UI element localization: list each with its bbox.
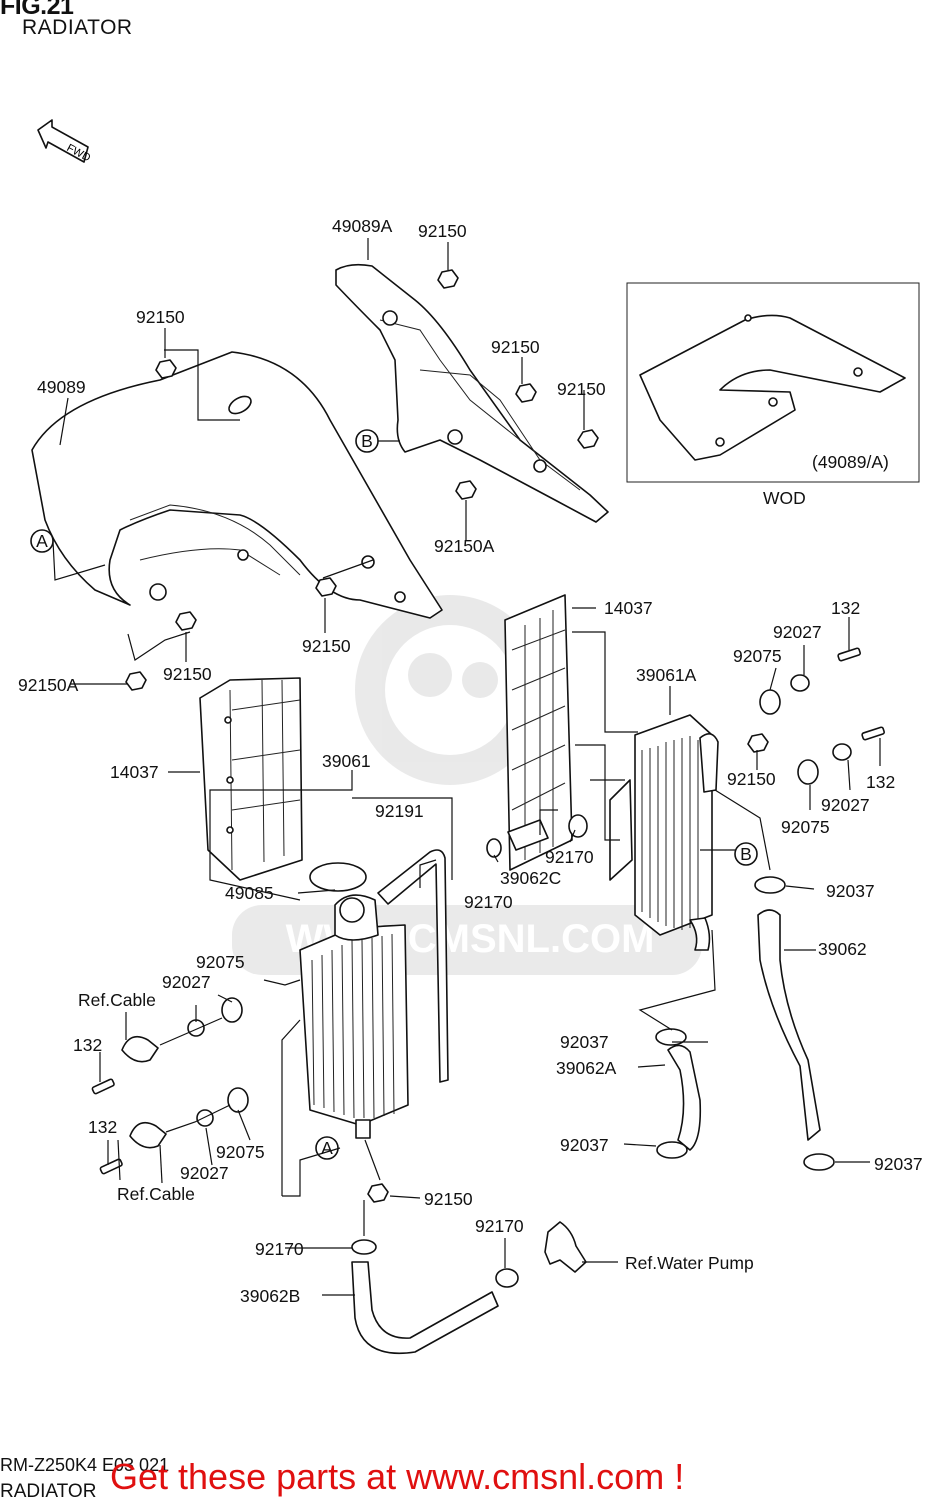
inset-box: (49089/A)	[626, 282, 920, 483]
label-132: 132	[866, 772, 895, 792]
footer-title: RADIATOR	[0, 1481, 97, 1502]
inset-variant-label: WOD	[763, 488, 806, 508]
label-ref-cable: Ref.Cable	[117, 1184, 195, 1204]
label-92037: 92037	[874, 1154, 923, 1174]
label-92150: 92150	[424, 1189, 473, 1209]
label-39062B: 39062B	[240, 1286, 300, 1306]
label-49085: 49085	[225, 883, 274, 903]
svg-text:B: B	[740, 844, 752, 864]
label-132: 132	[73, 1035, 102, 1055]
label-92150: 92150	[491, 337, 540, 357]
callout-b-upper: B	[355, 429, 379, 453]
label-92075: 92075	[733, 646, 782, 666]
label-92037: 92037	[560, 1032, 609, 1052]
shroud-bracket	[335, 263, 609, 523]
label-ref-cable: Ref.Cable	[78, 990, 156, 1010]
label-92150: 92150	[302, 636, 351, 656]
label-92150: 92150	[136, 307, 185, 327]
label-39061: 39061	[322, 751, 371, 771]
label-92027: 92027	[773, 622, 822, 642]
label-92170: 92170	[545, 847, 594, 867]
label-39062A: 39062A	[556, 1058, 617, 1078]
label-92150: 92150	[163, 664, 212, 684]
label-39062: 39062	[818, 939, 867, 959]
label-92170: 92170	[255, 1239, 304, 1259]
radiator-guard-left	[199, 677, 303, 881]
label-92150A: 92150A	[434, 536, 495, 556]
label-132: 132	[831, 598, 860, 618]
label-92075: 92075	[781, 817, 830, 837]
label-49089A: 49089A	[332, 216, 393, 236]
svg-text:B: B	[361, 431, 373, 451]
clamp-icons	[351, 814, 835, 1288]
label-92075: 92075	[216, 1142, 265, 1162]
label-ref-water-pump: Ref.Water Pump	[625, 1253, 754, 1273]
svg-text:FWD: FWD	[65, 142, 93, 164]
callout-b-right: B	[734, 842, 758, 866]
hoses	[351, 819, 821, 1354]
leader-lines	[52, 238, 881, 1296]
label-92150A: 92150A	[18, 675, 79, 695]
label-92027: 92027	[821, 795, 870, 815]
inset-part-label: (49089/A)	[812, 452, 889, 472]
radiator-right	[609, 714, 719, 951]
radiator-guard-right	[504, 594, 573, 871]
label-14037: 14037	[110, 762, 159, 782]
label-39061A: 39061A	[636, 665, 697, 685]
callout-a-upper: A	[30, 529, 54, 553]
cmsnl-link[interactable]: Get these parts at www.cmsnl.com !	[110, 1456, 685, 1497]
label-92150: 92150	[418, 221, 467, 241]
damper-icons	[121, 674, 852, 1149]
svg-text:A: A	[321, 1138, 333, 1158]
label-92075: 92075	[196, 952, 245, 972]
label-92191: 92191	[375, 801, 424, 821]
radiator-shroud-left	[31, 351, 443, 619]
fwd-arrow-icon: FWD	[37, 119, 93, 164]
label-92027: 92027	[180, 1163, 229, 1183]
figure-number: FIG.21	[0, 0, 74, 20]
label-92037: 92037	[826, 881, 875, 901]
label-92027: 92027	[162, 972, 211, 992]
label-49089: 49089	[37, 377, 86, 397]
bolt-icons	[91, 269, 885, 1203]
label-92170: 92170	[475, 1216, 524, 1236]
label-92170: 92170	[464, 892, 513, 912]
label-92150: 92150	[557, 379, 606, 399]
label-132: 132	[88, 1117, 117, 1137]
label-92037: 92037	[560, 1135, 609, 1155]
svg-text:A: A	[36, 531, 48, 551]
label-92150: 92150	[727, 769, 776, 789]
radiator-left	[299, 849, 449, 1139]
diagram-code: RM-Z250K4 E03 021	[0, 1455, 170, 1475]
callout-a-lower: A	[315, 1136, 339, 1160]
part-labels: 49089A 92150 92150 49089 92150 92150 921…	[18, 216, 923, 1306]
label-39062C: 39062C	[500, 868, 561, 888]
figure-title: RADIATOR	[22, 16, 133, 39]
label-14037: 14037	[604, 598, 653, 618]
